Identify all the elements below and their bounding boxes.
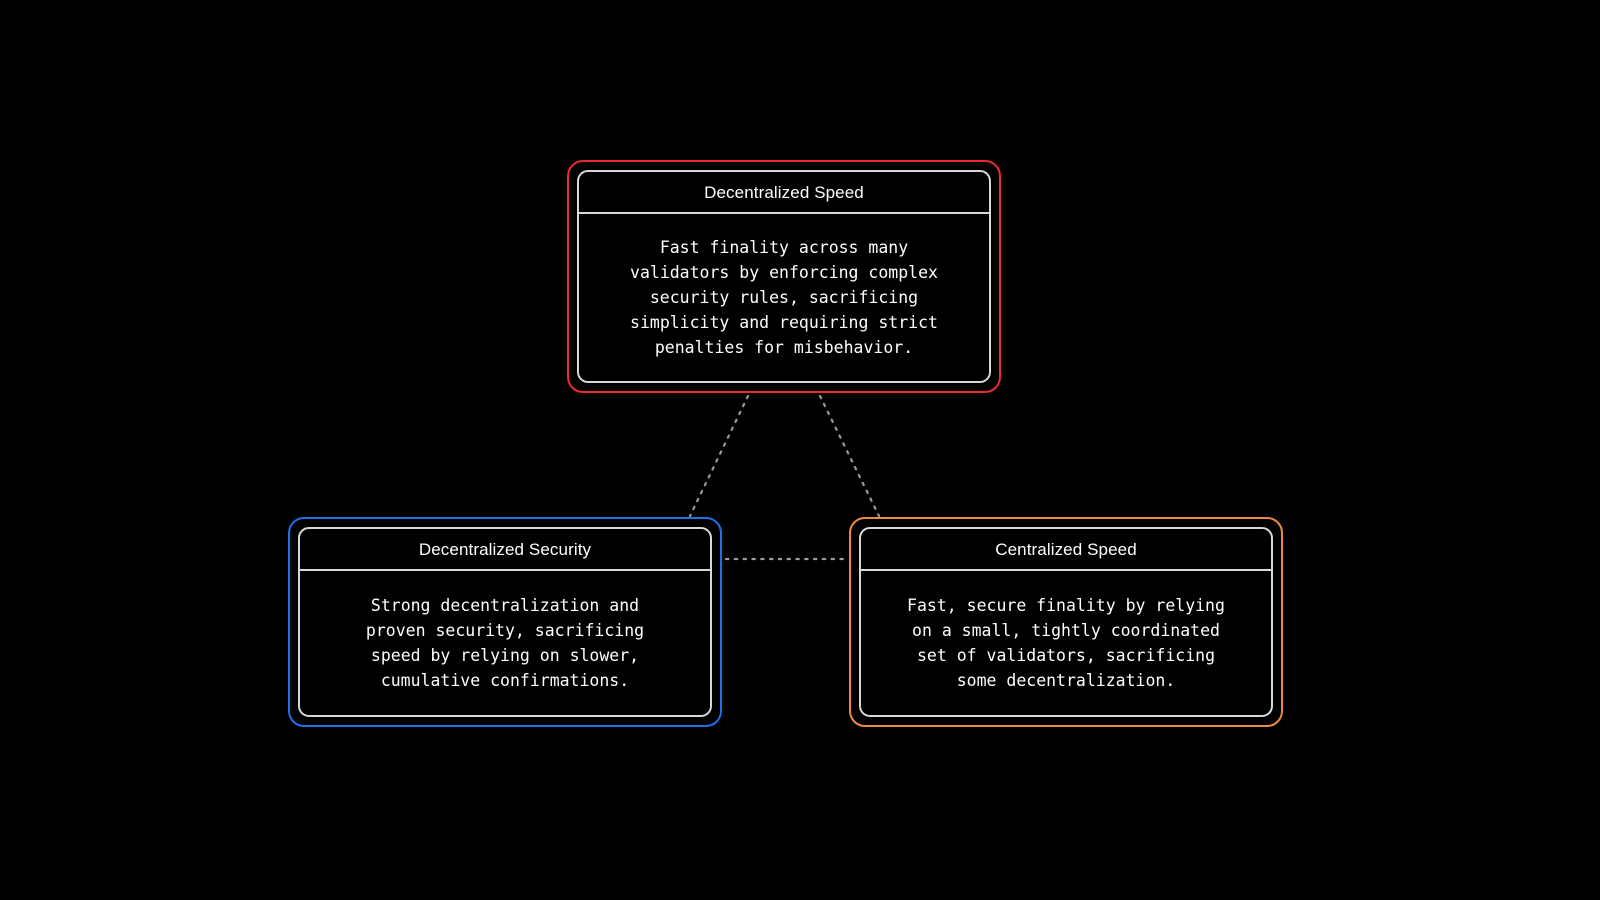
node-title: Centralized Speed (861, 529, 1271, 571)
node-title: Decentralized Security (300, 529, 710, 571)
edge-top-to-left (688, 394, 750, 518)
node-centralized-speed[interactable]: Centralized Speed Fast, secure finality … (849, 517, 1283, 727)
node-decentralized-security[interactable]: Decentralized Security Strong decentrali… (288, 517, 722, 727)
node-description: Fast finality across many validators by … (630, 238, 938, 357)
node-description: Fast, secure finality by relying on a sm… (907, 596, 1225, 690)
node-description: Strong decentralization and proven secur… (365, 596, 645, 690)
node-frame: Decentralized Speed Fast finality across… (577, 170, 991, 383)
node-frame: Decentralized Security Strong decentrali… (298, 527, 712, 717)
edge-top-to-right (818, 394, 881, 518)
node-decentralized-speed[interactable]: Decentralized Speed Fast finality across… (567, 160, 1001, 393)
node-title: Decentralized Speed (579, 172, 989, 214)
node-frame: Centralized Speed Fast, secure finality … (859, 527, 1273, 717)
